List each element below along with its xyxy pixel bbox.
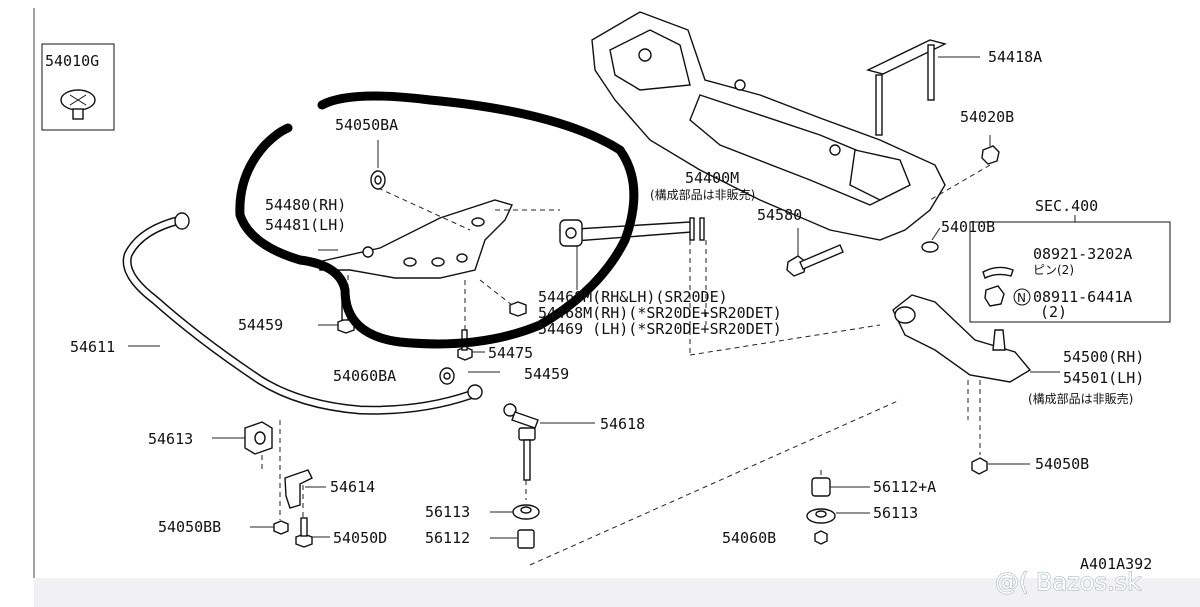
lower-arm-54500 [892,294,1060,455]
label-54580: 54580 [757,206,802,224]
label-54611: 54611 [70,338,115,356]
label-54480: 54480(RH) [265,196,346,214]
sec400-box: N [969,215,1171,323]
label-54501: 54501(LH) [1063,369,1144,387]
bolts-54418A [865,39,980,136]
label-08921: 08921-3202A [1033,245,1132,263]
bushing-54613 [212,420,281,520]
label-54475: 54475 [488,344,533,362]
label-56113-a: 56113 [425,503,470,521]
label-56112: 56112 [425,529,470,547]
label-54614: 54614 [330,478,375,496]
label-54010B: 54010B [941,218,995,236]
label-54469: 54469 (LH)(*SR20DE+SR20DET) [538,320,782,338]
label-54050BA: 54050BA [335,116,398,134]
label-sec400: SEC.400 [1035,197,1098,215]
nut-54050B [971,457,1030,475]
inset-54010G: 54010G [41,43,115,131]
label-08921-qty: ピン(2) [1033,263,1074,277]
nuts-54050BB-54050D [250,485,330,548]
bushings-right [806,470,870,545]
label-54468M-a: 54468M(RH&LH)(SR20DE) [538,288,728,306]
label-54500: 54500(RH) [1063,348,1144,366]
washer-54050BA [370,140,386,190]
washer-54060BA [439,367,455,385]
watermark-text: @( Bazos.sk [995,568,1141,596]
label-54468M-b: 54468M(RH)(*SR20DE+SR20DET) [538,304,782,322]
label-08911-qty: (2) [1040,303,1067,321]
washer-54010B [921,227,941,253]
label-54050BB: 54050BB [158,518,221,536]
label-54500-note: (構成部品は非販売) [1028,391,1133,406]
label-54060B: 54060B [722,529,776,547]
label-56112A: 56112+A [873,478,936,496]
bushings-left [490,399,901,566]
label-diagram-code: A401A392 [1080,555,1152,573]
label-08911: 08911-6441A [1033,288,1132,306]
label-54400M-note: (構成部品は非販売) [650,187,755,202]
watermark-logo: @( Bazos.sk [995,568,1142,597]
highlight-loop [235,91,639,349]
stabilizer-bar-54611 [122,212,483,415]
label-54459-b: 54459 [524,365,569,383]
label-54010G: 54010G [45,52,99,70]
label-54418A: 54418A [988,48,1042,66]
label-56113-b: 56113 [873,504,918,522]
bolt-54580 [786,228,844,277]
footer-bar [34,578,1200,607]
bracket-54480 [317,187,560,279]
label-54481: 54481(LH) [265,216,346,234]
crossmember-54400M [591,11,946,241]
label-54618: 54618 [600,415,645,433]
label-54400M: 54400M [685,169,739,187]
label-54050B: 54050B [1035,455,1089,473]
clamp-54614 [284,469,326,509]
label-54060BA: 54060BA [333,367,396,385]
label-54020B: 54020B [960,108,1014,126]
label-54050D: 54050D [333,529,387,547]
label-54459-a: 54459 [238,316,283,334]
label-N-mark: N [1017,291,1026,305]
nut-54020B [929,135,1000,201]
stabilizer-link-54618 [503,403,595,481]
label-54613: 54613 [148,430,193,448]
